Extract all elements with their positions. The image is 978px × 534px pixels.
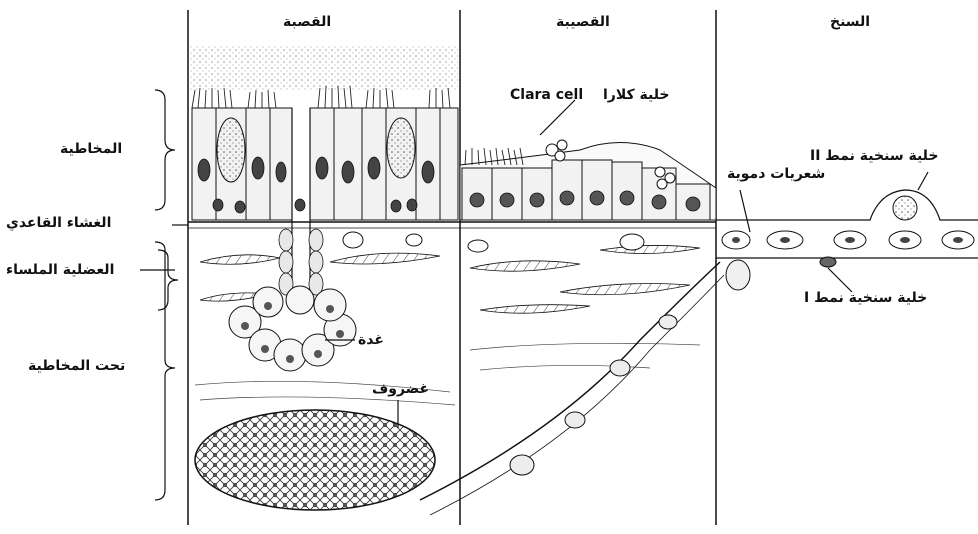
label-smooth-muscle: العضلية الملساء — [6, 262, 114, 278]
type1-cell-body — [820, 257, 836, 267]
label-capillaries: شعريات دموية — [727, 166, 825, 182]
column-title-alveolus: السنخ — [830, 14, 870, 30]
label-submucosa: تحت المخاطية — [28, 358, 125, 374]
label-type1-cell: خلية سنخية نمط I — [804, 290, 927, 306]
label-cartilage: غضروف — [372, 381, 429, 397]
bronchiole-cells — [462, 160, 710, 220]
connective-cells — [343, 232, 644, 252]
label-clara-cell-ar: خلية كلارا — [603, 87, 670, 103]
duct-cells — [279, 229, 323, 295]
label-gland: غدة — [358, 332, 384, 348]
label-clara-cell-en: Clara cell — [510, 87, 583, 103]
label-basement-membrane: الغشاء القاعدي — [6, 215, 111, 231]
alveolar-macrophage — [726, 260, 750, 290]
column-title-bronchiole: القصيبة — [556, 14, 610, 30]
lumen-mucus — [190, 45, 458, 90]
cartilage-plate — [195, 410, 435, 510]
sloping-wall-cells — [510, 315, 677, 475]
column-title-bronchus: القصبة — [283, 14, 331, 30]
alveolar-wall-top — [716, 190, 978, 220]
type2-cell-body — [893, 196, 917, 220]
label-type2-cell: خلية سنخية نمط II — [810, 148, 938, 164]
sloping-wall — [420, 262, 720, 500]
label-mucosa: المخاطية — [60, 141, 122, 157]
